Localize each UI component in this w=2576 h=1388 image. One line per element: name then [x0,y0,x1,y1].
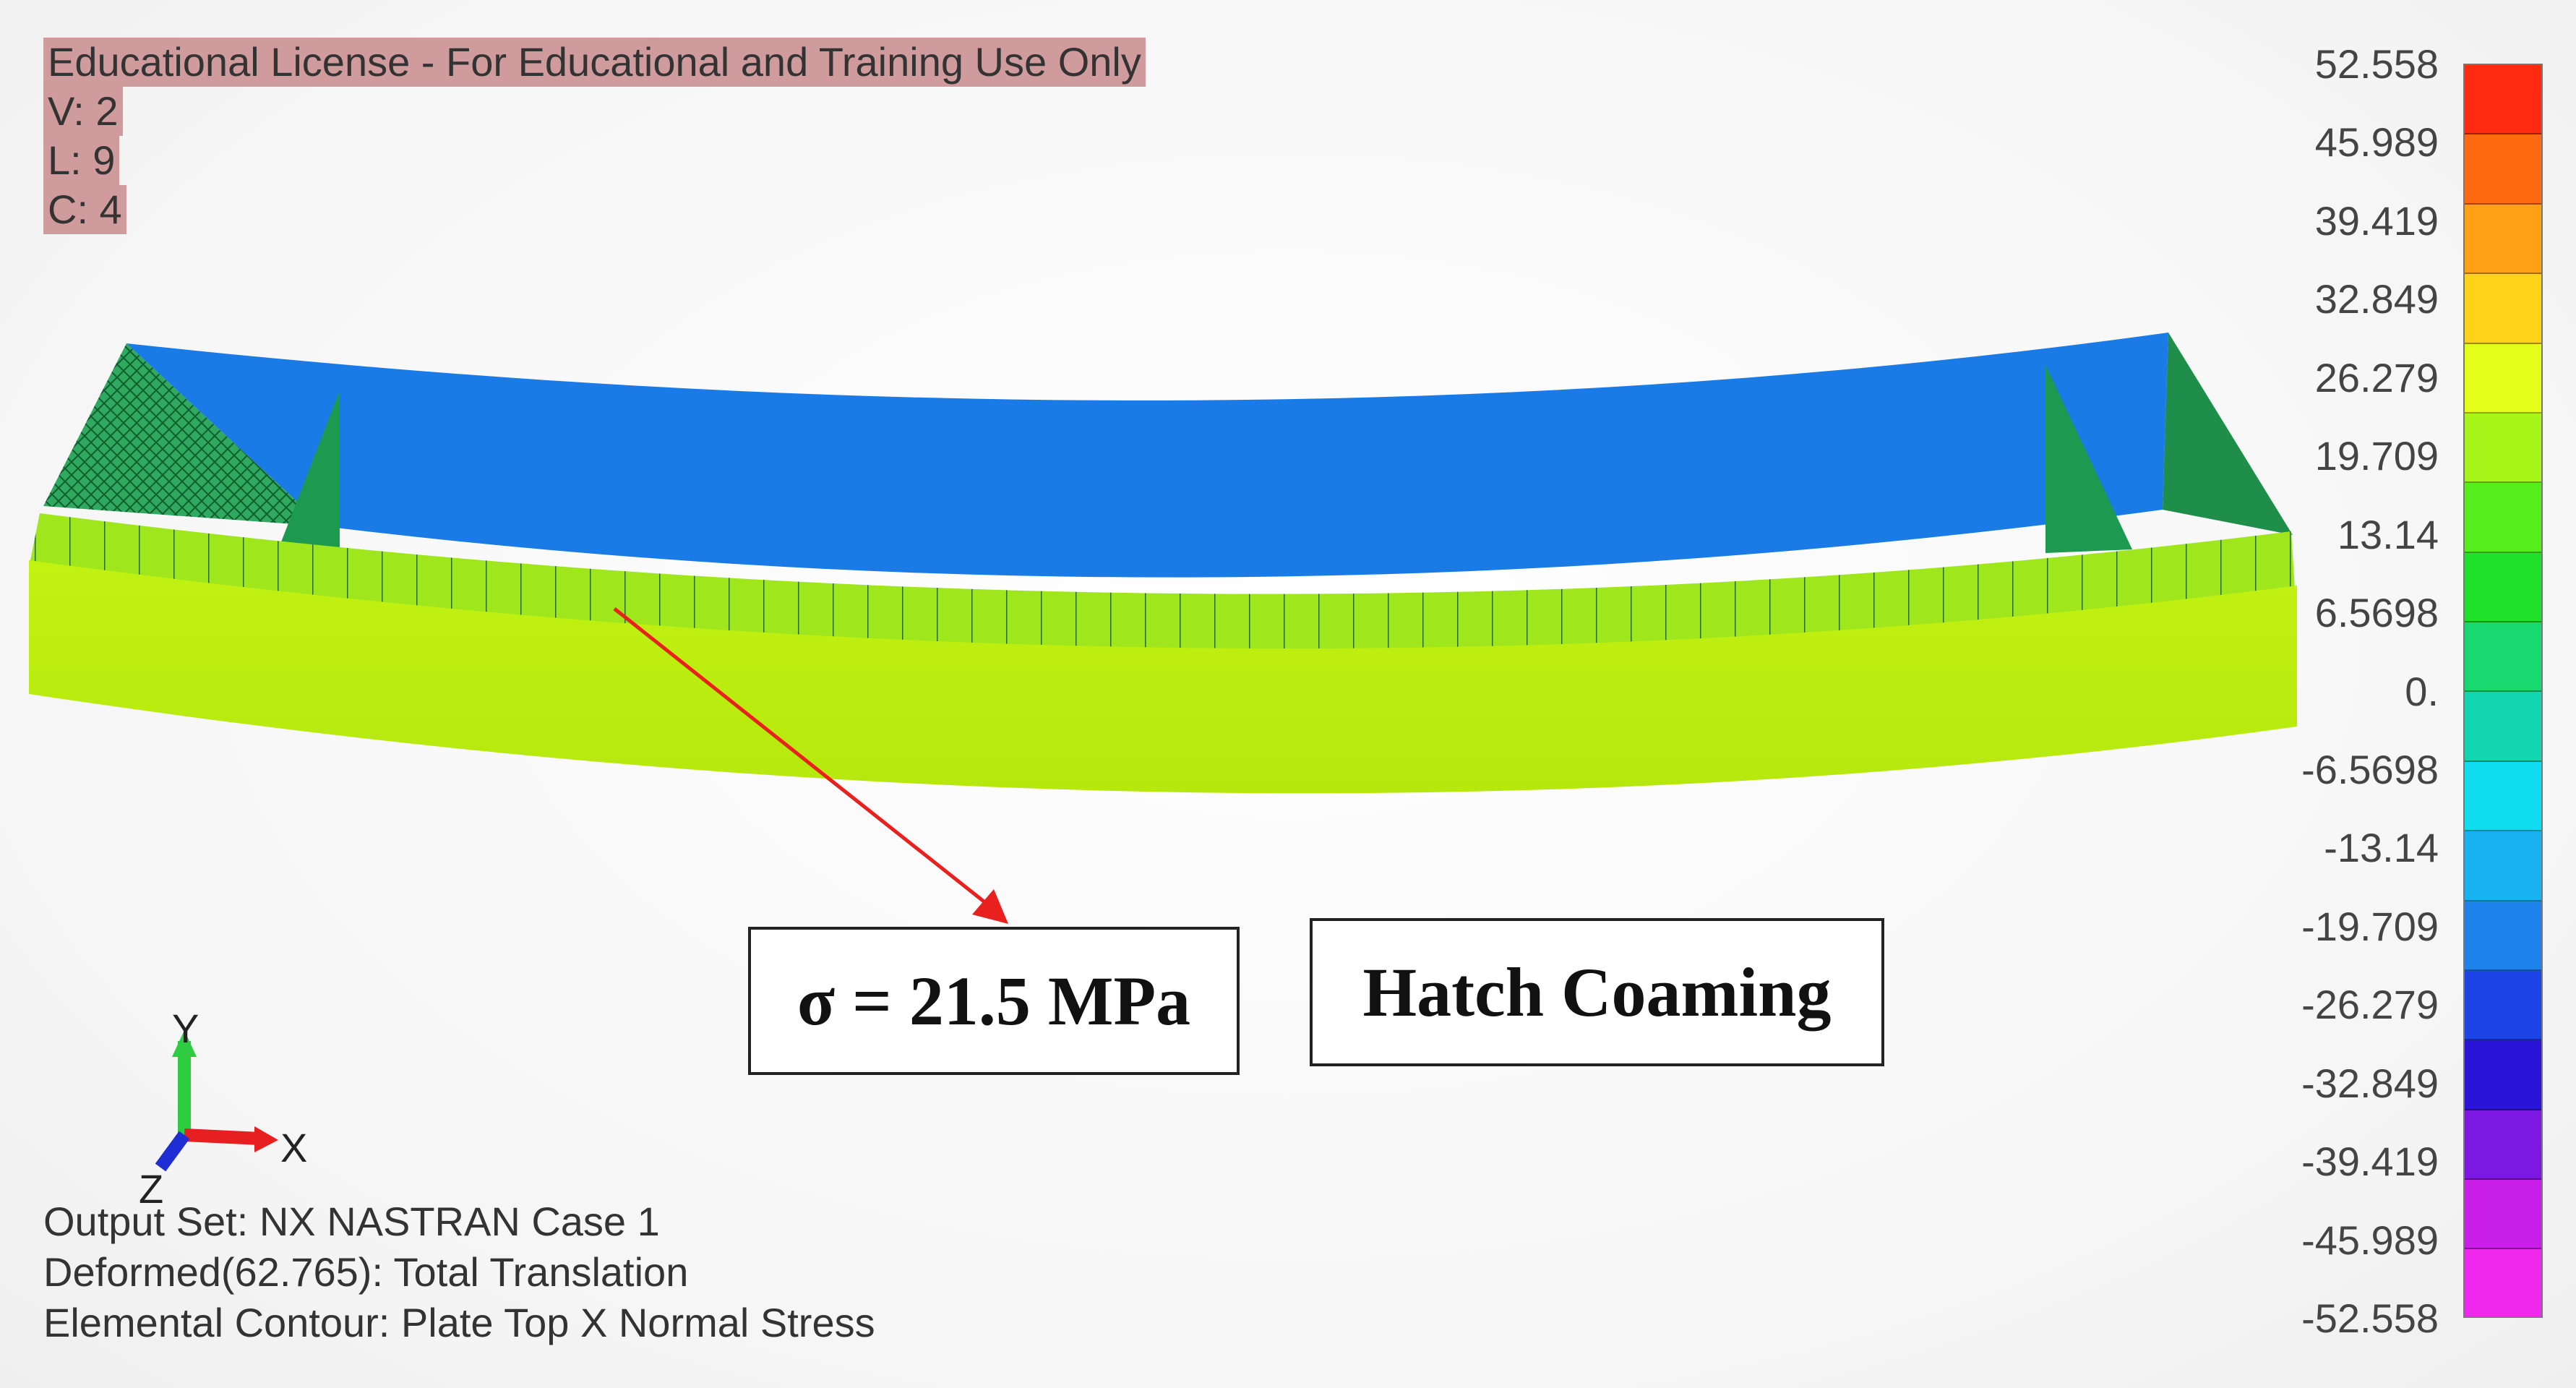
y-axis-label: Y [172,1006,199,1051]
colorbar-segment [2465,901,2541,971]
hatch-coaming-callout: Hatch Coaming [1310,918,1884,1066]
scale-tick-label: -52.558 [2301,1295,2439,1341]
scale-tick-label: 13.14 [2337,511,2439,557]
colorbar-segment [2465,1180,2541,1250]
stiffener-row [29,513,2295,655]
colorbar-segment [2465,65,2541,135]
stress-callout: σ = 21.5 MPa [748,927,1240,1075]
colorbar-segment [2465,622,2541,693]
coaming-web [29,560,2297,794]
scale-tick-label: 39.419 [2314,197,2439,244]
scale-tick-label: 52.558 [2314,41,2439,87]
deformed-text: Deformed(62.765): Total Translation [43,1249,689,1295]
colorbar-segment [2465,692,2541,762]
right-bracket [2045,365,2132,553]
scale-tick-label: -6.5698 [2301,746,2439,792]
left-bracket [278,390,340,557]
colorbar-segment [2465,343,2541,414]
scale-tick-label: 26.279 [2314,354,2439,400]
colorbar-segment [2465,1040,2541,1110]
scale-tick-label: -19.709 [2301,903,2439,949]
colorbar-segment [2465,483,2541,553]
output-set-text: Output Set: NX NASTRAN Case 1 [43,1199,660,1244]
colorbar-segment [2465,1249,2541,1316]
colorbar-segment [2465,552,2541,622]
scale-tick-label: 45.989 [2314,119,2439,166]
leader-line [613,607,988,905]
output-info: Output Set: NX NASTRAN Case 1 Deformed(6… [43,1196,875,1348]
leader-arrowhead [972,889,1008,924]
colorbar-segment [2465,970,2541,1041]
view-indicator: V: 2 [43,87,123,136]
x-axis-label: X [280,1125,308,1170]
scale-tick-label: -26.279 [2301,982,2439,1028]
scale-tick-label: 0. [2405,668,2439,714]
right-end-mesh-plate [2163,333,2293,535]
x-axis-line [184,1128,261,1145]
license-text: Educational License - For Educational an… [43,38,1146,87]
blue-plate [126,333,2168,578]
scale-tick-label: 6.5698 [2314,590,2439,636]
colorbar-segment [2465,413,2541,484]
z-axis-line [155,1131,190,1172]
scale-tick-label: 19.709 [2314,433,2439,479]
x-axis-arrowhead [254,1126,278,1152]
scale-tick-label: -45.989 [2301,1217,2439,1263]
scale-tick-label: -39.419 [2301,1139,2439,1185]
scale-tick-label: -32.849 [2301,1060,2439,1106]
layer-indicator: L: 9 [43,136,120,185]
colorbar-segment [2465,134,2541,205]
contour-colorbar [2463,64,2543,1318]
stress-value: σ = 21.5 MPa [797,962,1191,1040]
left-end-mesh-plate [43,343,324,526]
colorbar-segment [2465,1110,2541,1180]
y-axis-arrowhead [172,1030,197,1057]
colorbar-segment [2465,831,2541,901]
contour-text: Elemental Contour: Plate Top X Normal St… [43,1300,875,1345]
z-axis-label: Z [139,1166,164,1212]
color-indicator: C: 4 [43,185,126,234]
colorbar-segment [2465,274,2541,344]
license-overlay: Educational License - For Educational an… [43,38,1146,234]
scale-tick-label: 32.849 [2314,276,2439,322]
colorbar-segment [2465,204,2541,275]
hatch-coaming-label: Hatch Coaming [1362,954,1832,1031]
colorbar-segment [2465,761,2541,832]
scale-tick-label: -13.14 [2324,825,2439,871]
